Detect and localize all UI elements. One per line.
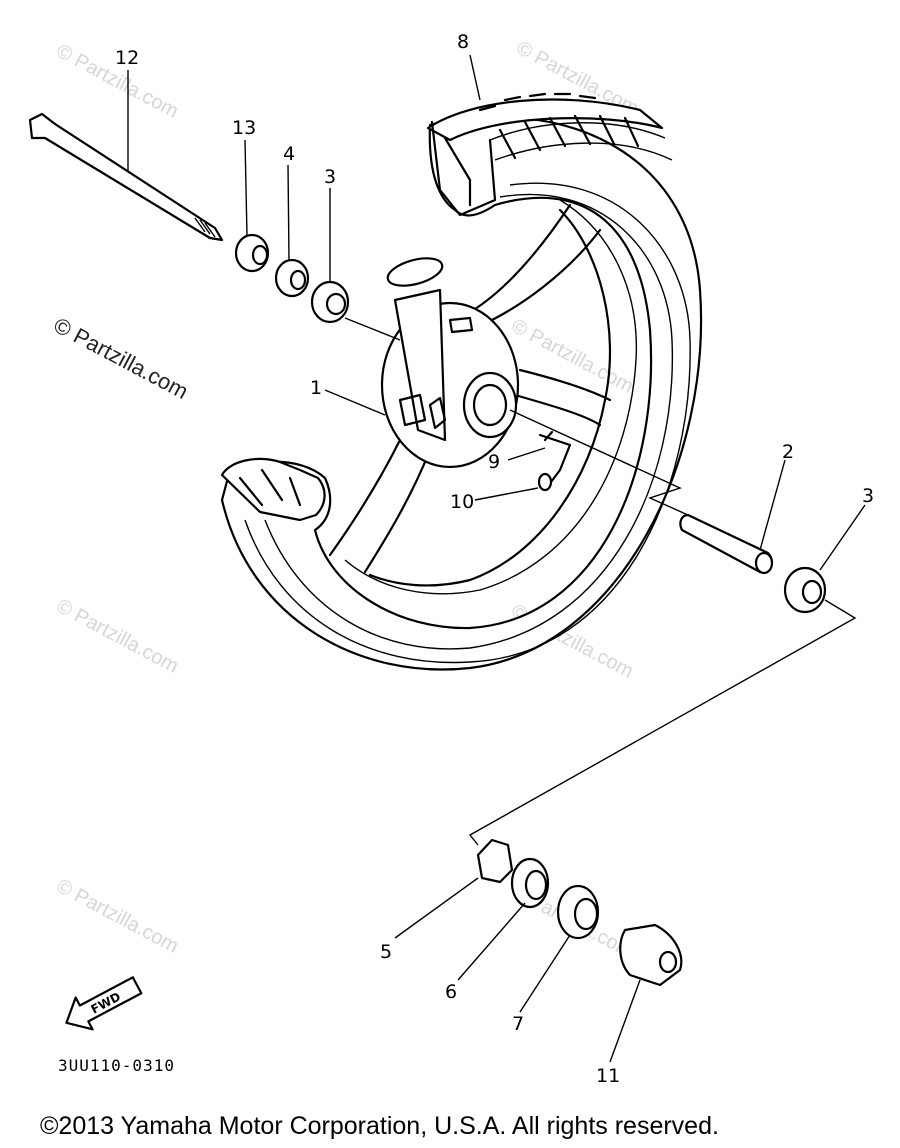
lower-parts: [476, 838, 683, 987]
spoke-lower: [328, 438, 432, 574]
tire-outer: [220, 116, 703, 671]
callout-10: 10: [450, 491, 474, 513]
right-parts: [679, 513, 827, 614]
leader-lines: [127, 54, 866, 1063]
watermark-4: © Partzilla.com: [53, 595, 182, 678]
callout-13: 13: [232, 117, 256, 139]
axle-bolt: [28, 112, 224, 242]
rim-inner: [368, 208, 612, 587]
rim-line-2: [244, 182, 691, 664]
oil-seal-6: [510, 857, 550, 909]
bearing-3-top: [310, 280, 350, 324]
callout-11: 11: [596, 1065, 620, 1087]
wheel-drawing: [220, 92, 703, 671]
fwd-arrow: FWD: [65, 976, 143, 1031]
callout-4: 4: [283, 143, 295, 165]
callout-12: 12: [115, 47, 139, 69]
callout-7: 7: [512, 1013, 524, 1035]
collar-13: [234, 233, 270, 273]
axle-assembly: [28, 112, 350, 324]
rim-line-3: [344, 199, 638, 595]
meter-gear-11: [619, 923, 683, 987]
watermark-dark: © Partzilla.com: [50, 312, 193, 404]
gear-retainer-5: [476, 838, 514, 884]
callouts: 12 13 4 3 8 1 9 10 2 3 5 6 7 11: [115, 31, 874, 1087]
bearing-7: [556, 884, 600, 940]
callout-1: 1: [310, 377, 322, 399]
rim-line-1: [264, 193, 674, 650]
valve-stem: [538, 430, 572, 492]
callout-3-right: 3: [862, 485, 874, 507]
callout-3-top: 3: [324, 166, 336, 188]
copyright-notice: ©2013 Yamaha Motor Corporation, U.S.A. A…: [40, 1112, 719, 1140]
callout-2: 2: [782, 441, 794, 463]
bearing-3-right: [783, 566, 827, 614]
diagram-code: 3UU110-0310: [58, 1056, 175, 1075]
callout-6: 6: [445, 981, 457, 1003]
watermark-6: © Partzilla.com: [53, 875, 182, 958]
hub: [380, 257, 520, 469]
tire-tread: [426, 92, 673, 217]
callout-9: 9: [488, 451, 500, 473]
callout-5: 5: [380, 941, 392, 963]
spoke-right: [513, 368, 612, 427]
callout-8: 8: [457, 31, 469, 53]
